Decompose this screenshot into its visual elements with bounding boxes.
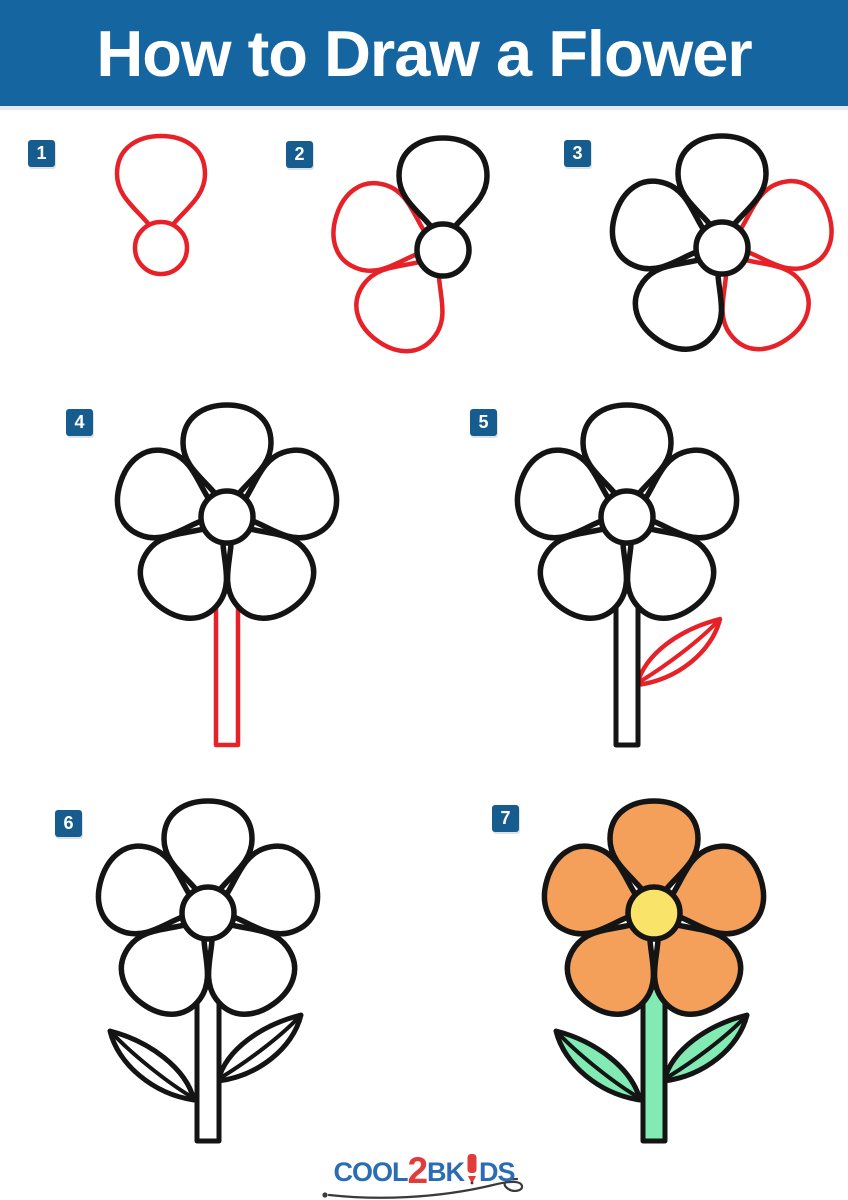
step-7-number-badge: 7	[492, 805, 519, 832]
logo-bk: BK	[427, 1157, 465, 1187]
step-2-number-badge: 2	[286, 141, 313, 168]
step-6-number-badge: 6	[55, 810, 82, 837]
step-3-flower-drawing	[609, 133, 834, 352]
step-5-number-badge: 5	[470, 409, 497, 436]
page-title: How to Draw a Flower	[96, 16, 752, 90]
step-3-number-badge: 3	[564, 140, 591, 167]
step-1-number-badge: 1	[28, 140, 55, 167]
step-1-flower-drawing	[114, 133, 208, 277]
logo-cool: COOL	[333, 1157, 408, 1187]
step-4-number-badge: 4	[66, 409, 93, 436]
step-2-flower-drawing	[331, 135, 490, 354]
logo-ds: DS	[479, 1157, 516, 1187]
header-banner: How to Draw a Flower	[0, 0, 848, 110]
step-4-flower-drawing	[114, 402, 340, 748]
step-6-flower-drawing	[95, 798, 321, 1144]
step-7-flower-drawing	[541, 798, 767, 1144]
step-5-flower-drawing	[514, 402, 740, 748]
pencil-i-icon	[467, 1154, 477, 1185]
logo-two: 2	[407, 1150, 428, 1191]
swoosh-underline-icon	[322, 1177, 524, 1199]
